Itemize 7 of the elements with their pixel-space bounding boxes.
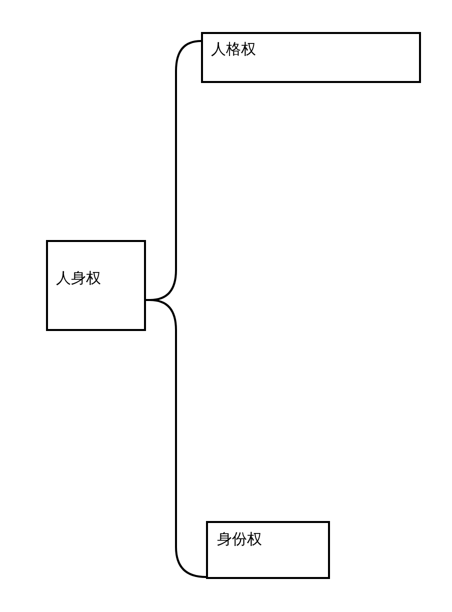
text-box (201, 32, 421, 83)
node-label: 人格权 (211, 40, 256, 58)
text-box (46, 240, 146, 331)
node-label: 人身权 (56, 269, 101, 287)
connector-line (146, 299, 206, 578)
node-label: 身份权 (217, 530, 262, 548)
text-box (206, 521, 330, 579)
